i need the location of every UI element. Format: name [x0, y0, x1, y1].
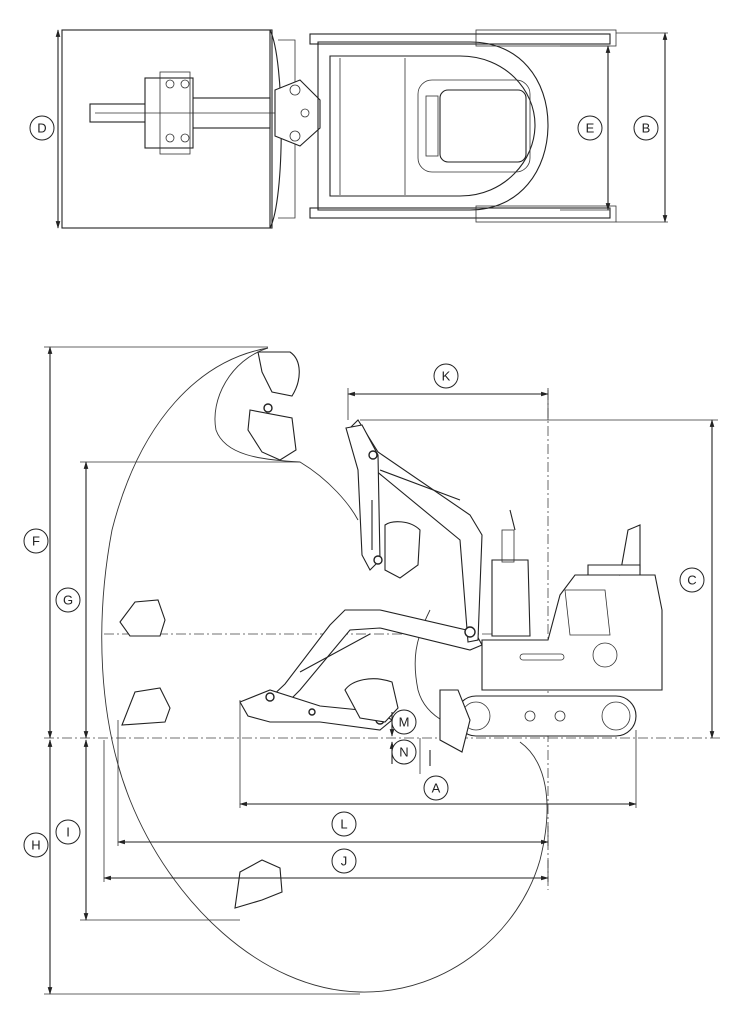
svg-text:I: I [66, 825, 70, 840]
svg-text:K: K [442, 369, 451, 384]
svg-text:C: C [687, 573, 696, 588]
dim-label-M: M [391, 709, 417, 735]
bucket-top-lower [247, 409, 297, 461]
bucket-top [257, 351, 300, 397]
working-range-envelope [101, 347, 548, 993]
bucket-left-upper [119, 599, 166, 637]
svg-text:G: G [63, 593, 73, 608]
dim-label-J: J [331, 848, 357, 874]
svg-text:E: E [586, 121, 595, 136]
svg-text:M: M [399, 715, 410, 730]
dim-label-A: A [423, 775, 449, 801]
svg-text:F: F [32, 534, 40, 549]
dim-label-D: D [29, 115, 55, 141]
dim-label-L: L [331, 811, 357, 837]
svg-text:L: L [340, 817, 347, 832]
bucket-bottom [234, 859, 283, 909]
cab-body [481, 574, 663, 691]
dim-label-C: C [679, 567, 705, 593]
dim-label-H: H [23, 832, 49, 858]
svg-text:H: H [31, 838, 40, 853]
bucket-mid-raised [384, 521, 421, 579]
top-view [55, 29, 668, 229]
dim-label-K: K [433, 363, 459, 389]
bucket-left-lower [121, 687, 171, 726]
dim-label-N: N [391, 739, 417, 765]
svg-text:A: A [432, 781, 441, 796]
dim-label-B: B [633, 115, 659, 141]
svg-text:B: B [642, 121, 651, 136]
dim-label-F: F [23, 528, 49, 554]
side-view [44, 346, 720, 995]
track [455, 695, 637, 737]
dim-label-E: E [577, 115, 603, 141]
dim-label-G: G [55, 587, 81, 613]
dim-label-I: I [55, 819, 81, 845]
bucket-near-machine [344, 678, 399, 723]
svg-text:D: D [37, 121, 46, 136]
dozer-blade [439, 689, 471, 753]
svg-text:N: N [399, 745, 408, 760]
svg-text:J: J [341, 854, 348, 869]
